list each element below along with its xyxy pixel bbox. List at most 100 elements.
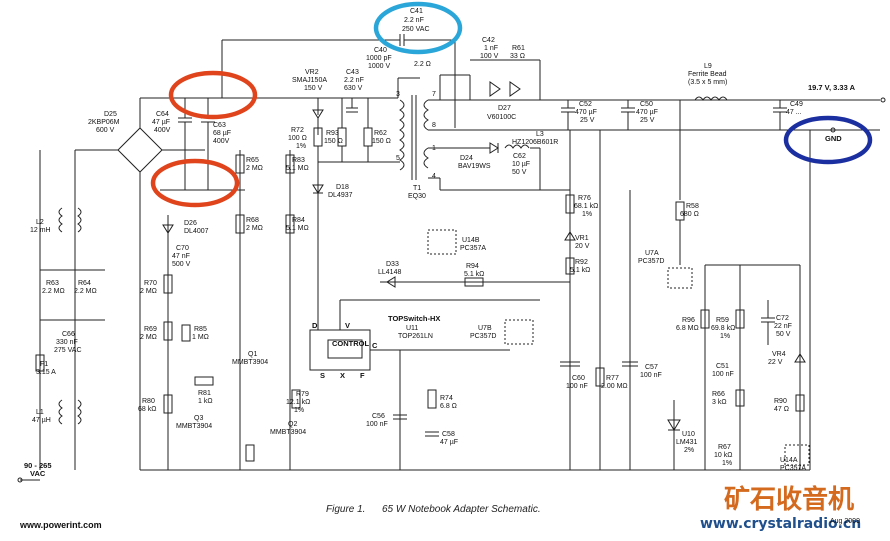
- r92-ref: R92: [575, 259, 588, 266]
- c58-ref: C58: [442, 431, 455, 438]
- r94-ref: R94: [466, 263, 479, 270]
- c40-rating: 1000 V: [368, 63, 391, 70]
- c52-rating: 25 V: [580, 117, 595, 124]
- highlight-ellipse-red-top: [168, 70, 258, 120]
- r69-ref: R69: [144, 326, 157, 333]
- u10-ref: U10: [682, 431, 695, 438]
- c72-rating: 50 V: [776, 331, 791, 338]
- vr1-value: 20 V: [575, 243, 590, 250]
- u11-family: TOPSwitch-HX: [388, 314, 440, 323]
- u7b-ref: U7B: [478, 325, 492, 332]
- r61-value: 33 Ω: [510, 53, 525, 60]
- c66-ref: C66: [62, 331, 75, 338]
- r92-value: 5.1 kΩ: [570, 267, 590, 274]
- c63-value: 68 µF: [213, 130, 231, 137]
- r90-value: 47 Ω: [774, 406, 789, 413]
- r68-ref: R68: [246, 217, 259, 224]
- u11-pin-x: X: [340, 371, 345, 380]
- r96-ref: R96: [682, 317, 695, 324]
- c41-value: 2.2 nF: [404, 17, 424, 24]
- l9-ref: L9: [704, 63, 712, 70]
- r70-ref: R70: [144, 280, 157, 287]
- c52-value: 470 µF: [575, 109, 597, 116]
- vr2-rating: 150 V: [304, 85, 323, 92]
- r69-value: 2 MΩ: [140, 334, 157, 341]
- r58-ref: R58: [686, 203, 699, 210]
- r81-ref: R81: [198, 390, 211, 397]
- u11-control: CONTROL: [332, 339, 369, 348]
- d33-ref: D33: [386, 261, 399, 268]
- vr1-ref: VR1: [575, 235, 589, 242]
- c43-value: 2.2 nF: [344, 77, 364, 84]
- c41-rating: 250 VAC: [402, 26, 430, 33]
- r84-ref: R84: [292, 217, 305, 224]
- r79-value: 12.1 kΩ: [286, 399, 310, 406]
- r65-value: 2 MΩ: [246, 165, 263, 172]
- vin-range: 90 - 265: [24, 461, 52, 470]
- c66-value: 330 nF: [56, 339, 78, 346]
- watermark-date: Aug 2009: [830, 518, 860, 525]
- r83-value: 5.1 MΩ: [286, 165, 309, 172]
- r80-value: 68 kΩ: [138, 406, 156, 413]
- c51-value: 100 nF: [712, 371, 734, 378]
- r59-value: 69.8 kΩ: [711, 325, 735, 332]
- figure-number: Figure 1.: [326, 504, 365, 515]
- r61-ref: R61: [512, 45, 525, 52]
- u14b-value: PC357A: [460, 245, 486, 252]
- c70-value: 47 nF: [172, 253, 190, 260]
- r63-value: 2.2 MΩ: [42, 288, 65, 295]
- f1-ref: F1: [40, 361, 48, 368]
- r76-value: 68.1 kΩ: [574, 203, 598, 210]
- r93-ref: R93: [326, 130, 339, 137]
- c70-rating: 500 V: [172, 261, 191, 268]
- wiring: [17, 34, 886, 483]
- r77-ref: R77: [606, 375, 619, 382]
- c60-value: 100 nF: [566, 383, 588, 390]
- c42-rating: 100 V: [480, 53, 499, 60]
- r84-value: 5.1 MΩ: [286, 225, 309, 232]
- u11-pin-f: F: [360, 371, 365, 380]
- r67-tol: 1%: [722, 460, 732, 467]
- r64-value: 2.2 MΩ: [74, 288, 97, 295]
- q1-ref: Q1: [248, 351, 257, 358]
- l2-ref: L2: [36, 219, 44, 226]
- c50-ref: C50: [640, 101, 653, 108]
- pin-5: 5: [396, 155, 400, 162]
- r96-value: 6.8 MΩ: [676, 325, 699, 332]
- d25-ref: D25: [104, 111, 117, 118]
- figure-caption: 65 W Notebook Adapter Schematic.: [382, 504, 541, 515]
- r85-value: 1 MΩ: [192, 334, 209, 341]
- vr2-ref: VR2: [305, 69, 319, 76]
- pin-1: 1: [432, 145, 436, 152]
- c56-value: 100 nF: [366, 421, 388, 428]
- r66-value: 3 kΩ: [712, 399, 727, 406]
- u7a-ref: U7A: [645, 250, 659, 257]
- f1-value: 3.15 A: [36, 369, 56, 376]
- l1-value: 47 µH: [32, 417, 51, 424]
- vin-unit: VAC: [30, 469, 46, 478]
- d24-ref: D24: [460, 155, 473, 162]
- l3-ref: L3: [536, 131, 544, 138]
- pin-3: 3: [396, 91, 400, 98]
- q3-value: MMBT3904: [176, 423, 212, 430]
- c72-value: 22 nF: [774, 323, 792, 330]
- pin-8: 8: [432, 122, 436, 129]
- d33-value: LL4148: [378, 269, 401, 276]
- r64-ref: R64: [78, 280, 91, 287]
- c57-value: 100 nF: [640, 372, 662, 379]
- c58-value: 47 µF: [440, 439, 458, 446]
- u11-pin-s: S: [320, 371, 325, 380]
- c49-value: 47 ...: [786, 109, 802, 116]
- r-2-2-value: 2.2 Ω: [414, 61, 431, 68]
- highlight-ellipse-cyan: [373, 1, 463, 55]
- r72-tol: 1%: [296, 143, 306, 150]
- c70-ref: C70: [176, 245, 189, 252]
- c43-rating: 630 V: [344, 85, 363, 92]
- highlight-ellipse-blue: [783, 115, 873, 165]
- u14a-value: PC357A: [780, 465, 806, 472]
- r83-ref: R83: [292, 157, 305, 164]
- r79-tol: 1%: [294, 407, 304, 414]
- highlight-ellipse-red-middle: [150, 158, 240, 208]
- output-rating: 19.7 V, 3.33 A: [808, 83, 856, 92]
